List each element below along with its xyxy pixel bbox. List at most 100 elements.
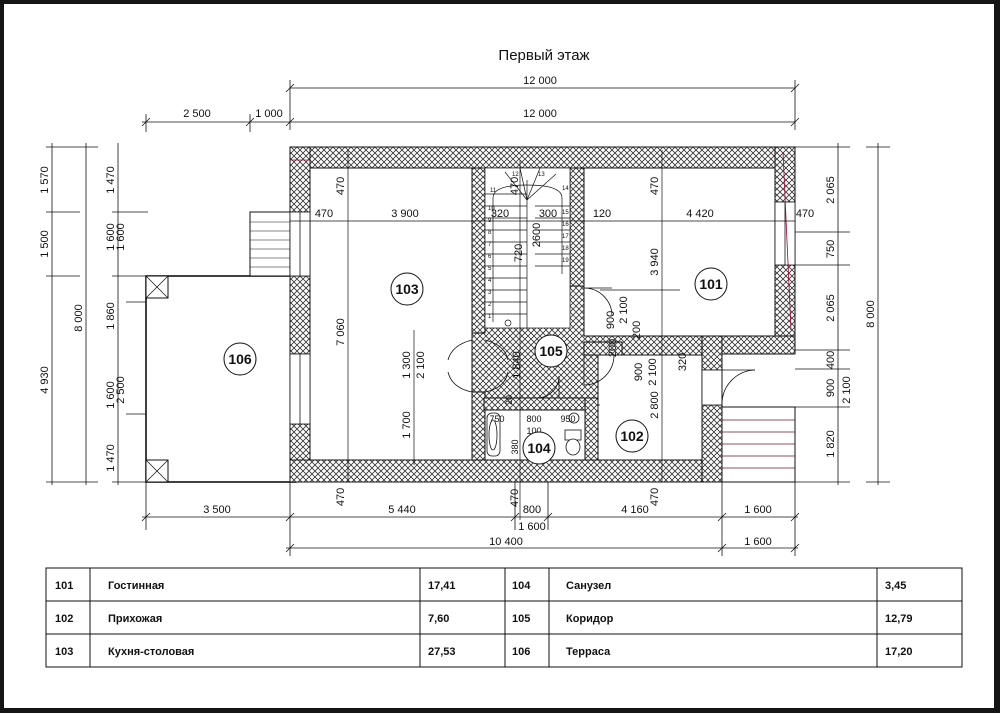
svg-text:720: 720 xyxy=(513,244,525,262)
right-dimension-lines xyxy=(795,143,890,485)
dim-right-a3: 2 065 xyxy=(825,294,837,322)
svg-text:17,41: 17,41 xyxy=(428,580,456,592)
room-schedule-table xyxy=(45,567,963,668)
svg-text:16: 16 xyxy=(562,222,569,228)
svg-text:320: 320 xyxy=(491,208,509,220)
svg-text:320: 320 xyxy=(677,353,689,371)
dim-left-a1: 1 470 xyxy=(105,166,117,194)
svg-text:1 840: 1 840 xyxy=(511,351,523,379)
room-tag-101: 101 xyxy=(699,276,723,292)
dim-top-left-2: 1 000 xyxy=(255,108,283,120)
svg-text:3,45: 3,45 xyxy=(885,580,906,592)
room-floors xyxy=(309,167,776,461)
dim-right-a6: 1 820 xyxy=(825,430,837,458)
room-tag-104: 104 xyxy=(527,440,551,456)
dim-bot-a: 3 500 xyxy=(203,504,231,516)
dim-top-mid: 12 000 xyxy=(523,108,557,120)
interior-dimension-lines xyxy=(290,150,795,520)
svg-text:300: 300 xyxy=(539,208,557,220)
dim-bot-total-e: 1 600 xyxy=(744,536,772,548)
svg-text:15: 15 xyxy=(562,210,569,216)
terrace-106 xyxy=(145,211,297,483)
svg-text:1 700: 1 700 xyxy=(401,411,413,439)
room-tag-103: 103 xyxy=(395,281,419,297)
svg-text:900: 900 xyxy=(633,363,645,381)
svg-text:Коридор: Коридор xyxy=(566,613,614,625)
bottom-dimension-lines xyxy=(141,482,800,556)
svg-text:470: 470 xyxy=(796,208,814,220)
svg-text:470: 470 xyxy=(315,208,333,220)
dim-bot-c: 800 xyxy=(523,504,541,516)
svg-text:8: 8 xyxy=(488,230,492,236)
svg-text:7,60: 7,60 xyxy=(428,613,449,625)
svg-text:100: 100 xyxy=(526,426,541,436)
dim-right-a2: 750 xyxy=(825,240,837,258)
room-tag-105: 105 xyxy=(539,343,563,359)
dim-top-left-1: 2 500 xyxy=(183,108,211,120)
svg-text:7 060: 7 060 xyxy=(335,318,347,346)
svg-text:18: 18 xyxy=(562,246,569,252)
dim-bot-d: 4 160 xyxy=(621,504,649,516)
doors xyxy=(447,287,615,399)
svg-text:380: 380 xyxy=(510,439,520,454)
drawing-sheet: Первый этаж 12 000 2 500 1 000 12 000 1 xyxy=(4,4,994,708)
svg-text:1: 1 xyxy=(488,314,492,320)
svg-text:Терраса: Терраса xyxy=(566,646,611,658)
dim-left-o1: 1 570 xyxy=(39,166,51,194)
sanitary-fixtures xyxy=(486,412,582,457)
windows xyxy=(289,201,796,425)
room-tags xyxy=(223,267,728,465)
top-dimension-lines xyxy=(141,80,800,132)
dim-left-a2: 1 600 xyxy=(105,223,117,251)
dim-bot-total: 10 400 xyxy=(489,536,523,548)
svg-text:470: 470 xyxy=(649,177,661,195)
dim-left-total: 8 000 xyxy=(73,304,85,332)
svg-text:27,53: 27,53 xyxy=(428,646,456,658)
svg-text:470: 470 xyxy=(335,177,347,195)
svg-text:Кухня-столовая: Кухня-столовая xyxy=(108,646,194,658)
svg-text:20: 20 xyxy=(504,395,514,405)
svg-text:2 100: 2 100 xyxy=(415,351,427,379)
svg-text:200: 200 xyxy=(631,321,643,339)
entrance-stair xyxy=(721,354,796,483)
svg-text:11: 11 xyxy=(490,188,497,194)
page-title: Первый этаж xyxy=(498,47,589,64)
svg-text:6: 6 xyxy=(488,254,492,260)
svg-text:17: 17 xyxy=(562,234,569,240)
svg-text:12: 12 xyxy=(512,172,519,178)
svg-text:3 900: 3 900 xyxy=(391,208,419,220)
svg-text:120: 120 xyxy=(593,208,611,220)
svg-text:900: 900 xyxy=(605,311,617,329)
left-dimension-lines xyxy=(46,143,148,485)
svg-text:7: 7 xyxy=(488,242,492,248)
red-axis-line xyxy=(782,151,792,331)
room-schedule-text: 101 Гостинная 17,41 102 Прихожая 7,60 10… xyxy=(55,580,913,658)
svg-text:3 940: 3 940 xyxy=(649,248,661,276)
svg-text:470: 470 xyxy=(509,489,521,507)
dim-left-a3: 1 860 xyxy=(105,302,117,330)
table-row: 106 xyxy=(512,646,530,658)
dim-right-a1: 2 065 xyxy=(825,176,837,204)
svg-text:470: 470 xyxy=(509,177,521,195)
room-tag-106: 106 xyxy=(228,351,252,367)
dim-top-total: 12 000 xyxy=(523,75,557,87)
svg-text:5: 5 xyxy=(488,266,492,272)
dim-left-a5: 1 470 xyxy=(105,444,117,472)
svg-text:2: 2 xyxy=(488,302,492,308)
svg-text:2 100: 2 100 xyxy=(618,296,630,324)
svg-text:2 100: 2 100 xyxy=(647,358,659,386)
svg-text:17,20: 17,20 xyxy=(885,646,913,658)
dim-left-b1: 1 600 xyxy=(115,223,127,251)
main-stair xyxy=(484,167,571,329)
svg-text:14: 14 xyxy=(562,186,569,192)
dim-right-b1: 2 100 xyxy=(841,376,853,404)
svg-text:Санузел: Санузел xyxy=(566,580,611,592)
dim-left-o3: 4 930 xyxy=(39,366,51,394)
dim-bot-b: 5 440 xyxy=(388,504,416,516)
svg-text:2 800: 2 800 xyxy=(649,391,661,419)
svg-text:800: 800 xyxy=(526,414,541,424)
table-row: 103 xyxy=(55,646,73,658)
svg-text:950: 950 xyxy=(560,414,575,424)
svg-text:10: 10 xyxy=(488,206,495,212)
svg-text:2600: 2600 xyxy=(531,223,543,247)
